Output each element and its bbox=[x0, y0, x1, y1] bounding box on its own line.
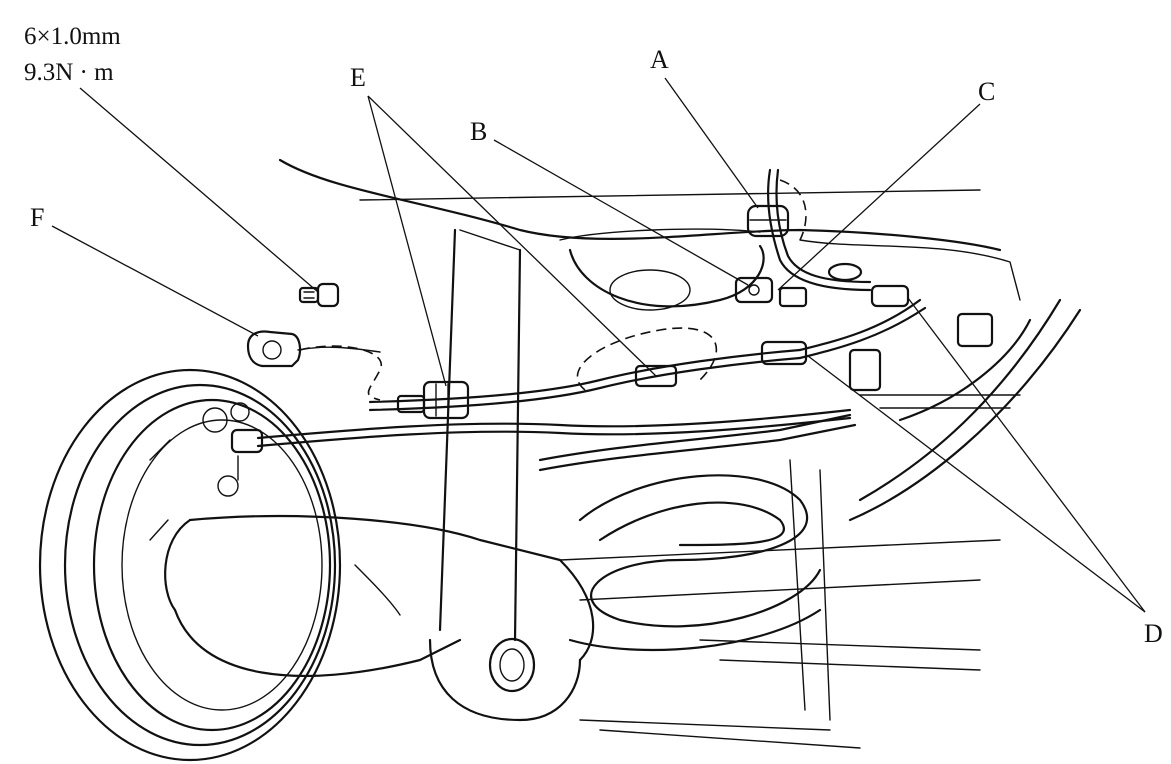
grommet-a bbox=[746, 168, 872, 292]
torque-spec: 9.3N · m bbox=[24, 59, 114, 86]
bolt-size-spec: 6×1.0mm bbox=[24, 23, 121, 50]
leader-d1 bbox=[907, 297, 1146, 613]
callout-a: A bbox=[650, 45, 669, 74]
bolt bbox=[298, 282, 340, 308]
leader-f bbox=[51, 225, 259, 337]
brake-drum bbox=[38, 368, 342, 762]
leader-bolt bbox=[79, 87, 319, 293]
leader-e1 bbox=[367, 95, 447, 387]
axle-beam bbox=[164, 514, 1001, 749]
leader-e2 bbox=[367, 95, 657, 377]
bracket-f bbox=[246, 330, 381, 368]
leader-c bbox=[777, 103, 981, 291]
leader-a bbox=[664, 77, 759, 209]
callout-f: F bbox=[30, 203, 44, 232]
brake-pipe-routing bbox=[256, 179, 927, 472]
vehicle-body bbox=[278, 158, 1082, 522]
clamp-e bbox=[396, 380, 470, 420]
leader-b bbox=[493, 139, 749, 286]
callout-c: C bbox=[978, 77, 995, 106]
callout-b: B bbox=[470, 117, 487, 146]
callout-d: D bbox=[1144, 619, 1163, 648]
callout-e: E bbox=[350, 63, 366, 92]
leader-d2 bbox=[807, 355, 1146, 613]
shock-absorber bbox=[438, 228, 522, 642]
wheel-cylinder-fitting bbox=[230, 428, 264, 481]
leader-lines bbox=[51, 77, 1146, 613]
coil-spring bbox=[568, 459, 831, 721]
fittings-d bbox=[634, 284, 994, 392]
clip-bc bbox=[734, 276, 808, 308]
